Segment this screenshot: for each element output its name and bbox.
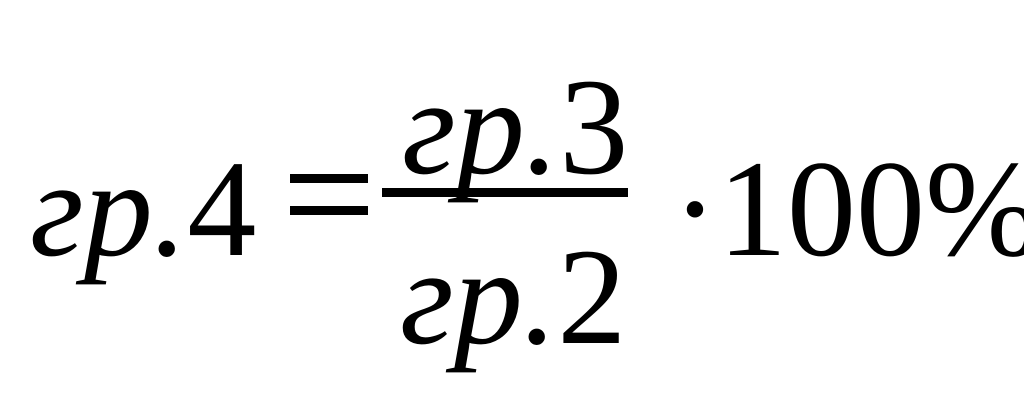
fraction-numerator: гр.3 <box>402 58 628 196</box>
equals-sign-bottom-bar <box>290 206 368 215</box>
percent-multiplier: ·100% <box>672 132 1024 285</box>
fraction-denominator: гр.2 <box>400 228 626 366</box>
denominator-number: 2 <box>557 220 627 373</box>
lhs-variable: гр. <box>30 132 188 285</box>
formula-lhs: гр.4 <box>30 140 256 278</box>
lhs-number: 4 <box>187 132 257 285</box>
equals-sign-top-bar <box>290 174 368 183</box>
numerator-variable: гр. <box>402 50 560 203</box>
numerator-number: 3 <box>559 50 629 203</box>
denominator-variable: гр. <box>400 220 558 373</box>
fraction-bar <box>382 188 628 197</box>
